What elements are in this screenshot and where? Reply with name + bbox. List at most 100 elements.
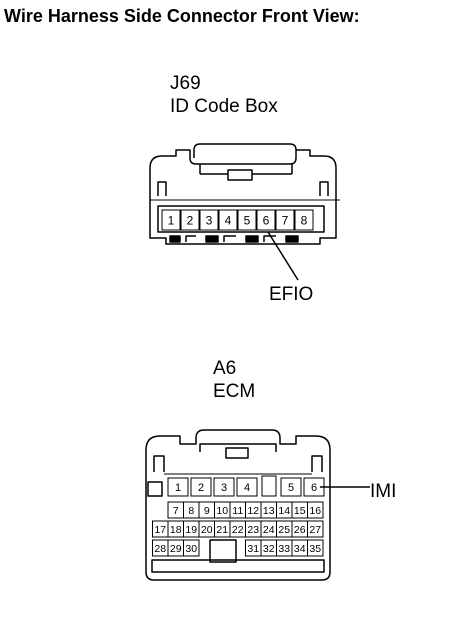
a6-pin-17-label: 17	[154, 524, 166, 536]
j69-pin-8-label: 8	[301, 213, 308, 227]
a6-pin-19-label: 19	[185, 524, 197, 536]
a6-pin-17: 17	[152, 520, 169, 538]
a6-pin-35: 35	[307, 539, 324, 557]
j69-pin-3-label: 3	[206, 213, 213, 227]
a6-pin-22-label: 22	[232, 524, 244, 536]
a6-pin-21: 21	[214, 520, 231, 538]
j69-pin-8: 8	[294, 209, 314, 231]
efio-callout-label: EFIO	[269, 284, 314, 305]
j69-connector-housing	[149, 143, 340, 245]
a6-pin-31: 31	[245, 539, 262, 557]
a6-pin-25: 25	[276, 520, 293, 538]
j69-pin-6-label: 6	[263, 213, 270, 227]
j69-pin-7: 7	[275, 209, 295, 231]
a6-pin-6: 6	[303, 477, 325, 497]
j69-pin-4-label: 4	[225, 213, 232, 227]
a6-pin-30: 30	[183, 539, 200, 557]
j69-pin-6: 6	[256, 209, 276, 231]
a6-pin-8-label: 8	[188, 505, 194, 517]
a6-pin-16: 16	[307, 501, 324, 519]
a6-pin-4: 4	[236, 477, 258, 497]
a6-pin-13-label: 13	[263, 505, 275, 517]
a6-pin-1-label: 1	[175, 482, 181, 494]
a6-pin-11: 11	[229, 501, 246, 519]
j69-pin-7-label: 7	[282, 213, 289, 227]
a6-pin-18-label: 18	[170, 524, 182, 536]
a6-pin-24: 24	[260, 520, 277, 538]
j69-connector-name: ID Code Box	[170, 96, 278, 117]
a6-pin-9-label: 9	[204, 505, 210, 517]
a6-pin-23-label: 23	[247, 524, 259, 536]
a6-pin-32: 32	[260, 539, 277, 557]
a6-pin-16-label: 16	[309, 505, 321, 517]
a6-pin-5: 5	[280, 477, 302, 497]
a6-connector-code: A6	[213, 358, 237, 379]
a6-pin-31-label: 31	[247, 543, 259, 555]
a6-pin-12: 12	[245, 501, 262, 519]
a6-pin-6-label: 6	[311, 482, 317, 494]
j69-pin-1: 1	[161, 209, 181, 231]
a6-pin-9: 9	[198, 501, 215, 519]
j69-pin-1-label: 1	[168, 213, 175, 227]
a6-pin-8: 8	[183, 501, 200, 519]
a6-pin-19: 19	[183, 520, 200, 538]
a6-pin-2: 2	[190, 477, 212, 497]
a6-pin-13: 13	[260, 501, 277, 519]
a6-pin-20-label: 20	[201, 524, 213, 536]
a6-pin-1: 1	[167, 477, 189, 497]
a6-pin-10: 10	[214, 501, 231, 519]
a6-pin-10-label: 10	[216, 505, 228, 517]
a6-pin-7: 7	[167, 501, 184, 519]
a6-pin-28-label: 28	[154, 543, 166, 555]
j69-connector-code: J69	[170, 73, 201, 94]
a6-pin-15-label: 15	[294, 505, 306, 517]
a6-connector-housing	[145, 429, 331, 581]
a6-pin-27: 27	[307, 520, 324, 538]
a6-pin-24-label: 24	[263, 524, 275, 536]
a6-pin-7-label: 7	[173, 505, 179, 517]
imi-callout-label: IMI	[370, 481, 397, 502]
a6-pin-27-label: 27	[309, 524, 321, 536]
a6-pin-14-label: 14	[278, 505, 290, 517]
a6-pin-33: 33	[276, 539, 293, 557]
a6-pin-34-label: 34	[294, 543, 306, 555]
a6-pin-5-label: 5	[288, 482, 294, 494]
a6-connector-name: ECM	[213, 381, 256, 402]
a6-pin-20: 20	[198, 520, 215, 538]
a6-pin-15: 15	[291, 501, 308, 519]
a6-pin-11-label: 11	[232, 505, 243, 517]
efio-leader-line	[267, 231, 299, 281]
j69-pin-4: 4	[218, 209, 238, 231]
a6-pin-25-label: 25	[278, 524, 290, 536]
j69-pin-3: 3	[199, 209, 219, 231]
a6-center-lock	[261, 475, 277, 497]
a6-pin-18: 18	[167, 520, 184, 538]
j69-pin-2-label: 2	[187, 213, 194, 227]
a6-pin-3-label: 3	[221, 482, 227, 494]
a6-pin-33-label: 33	[278, 543, 290, 555]
j69-pin-5: 5	[237, 209, 257, 231]
a6-pin-4-label: 4	[244, 482, 250, 494]
a6-pin-12-label: 12	[247, 505, 259, 517]
a6-pin-14: 14	[276, 501, 293, 519]
a6-pin-26: 26	[291, 520, 308, 538]
a6-pin-29-label: 29	[170, 543, 182, 555]
page-title: Wire Harness Side Connector Front View:	[4, 6, 360, 26]
j69-pin-2: 2	[180, 209, 200, 231]
a6-pin-2-label: 2	[198, 482, 204, 494]
a6-pin-26-label: 26	[294, 524, 306, 536]
a6-pin-21-label: 21	[216, 524, 228, 536]
j69-pin-5-label: 5	[244, 213, 251, 227]
a6-pin-28: 28	[152, 539, 169, 557]
a6-pin-30-label: 30	[185, 543, 197, 555]
a6-pin-22: 22	[229, 520, 246, 538]
a6-pin-23: 23	[245, 520, 262, 538]
a6-pin-29: 29	[167, 539, 184, 557]
a6-pin-34: 34	[291, 539, 308, 557]
a6-pin-32-label: 32	[263, 543, 275, 555]
a6-pin-3: 3	[213, 477, 235, 497]
a6-pin-35-label: 35	[309, 543, 321, 555]
